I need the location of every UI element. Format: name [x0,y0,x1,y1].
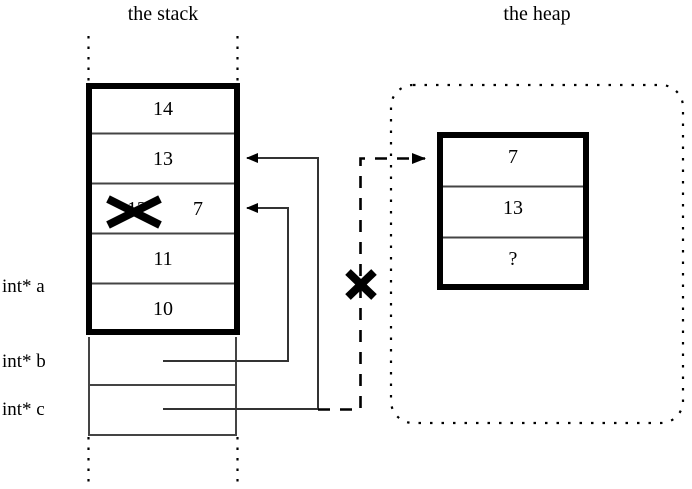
stack-cell-value-4: 10 [153,298,173,320]
variable-label-b: int* b [2,351,46,372]
heap-cell-value-0: 7 [508,146,518,168]
variable-label-c: int* c [2,399,45,420]
heap-title: the heap [503,3,571,25]
heap-cell-value-1: 13 [503,197,523,219]
struck-value-x-icon [106,195,162,229]
stack-free-region [88,337,237,436]
variable-label-a: int* a [2,276,45,297]
stack-allocated-frame [86,83,240,335]
pointer-line-b [163,203,289,362]
stack-cell-dividers [92,132,234,285]
heap-cell-value-2: ? [508,248,518,270]
stack-cell-value-2-replacement: 7 [193,198,203,220]
stack-cell-value-0: 14 [153,98,173,120]
heap-cell-dividers [443,185,583,239]
stack-guide-lines-top [87,36,239,84]
stack-guide-lines-bottom [87,437,239,487]
invalid-pointer-x-icon [345,269,377,300]
stack-cell-value-3: 11 [153,248,173,270]
heap-block-frame [437,132,589,290]
stale-pointer-dashed-line [318,153,426,411]
stack-cell-value-1: 13 [153,148,173,170]
pointer-line-c [163,153,319,410]
stack-title: the stack [127,3,199,25]
